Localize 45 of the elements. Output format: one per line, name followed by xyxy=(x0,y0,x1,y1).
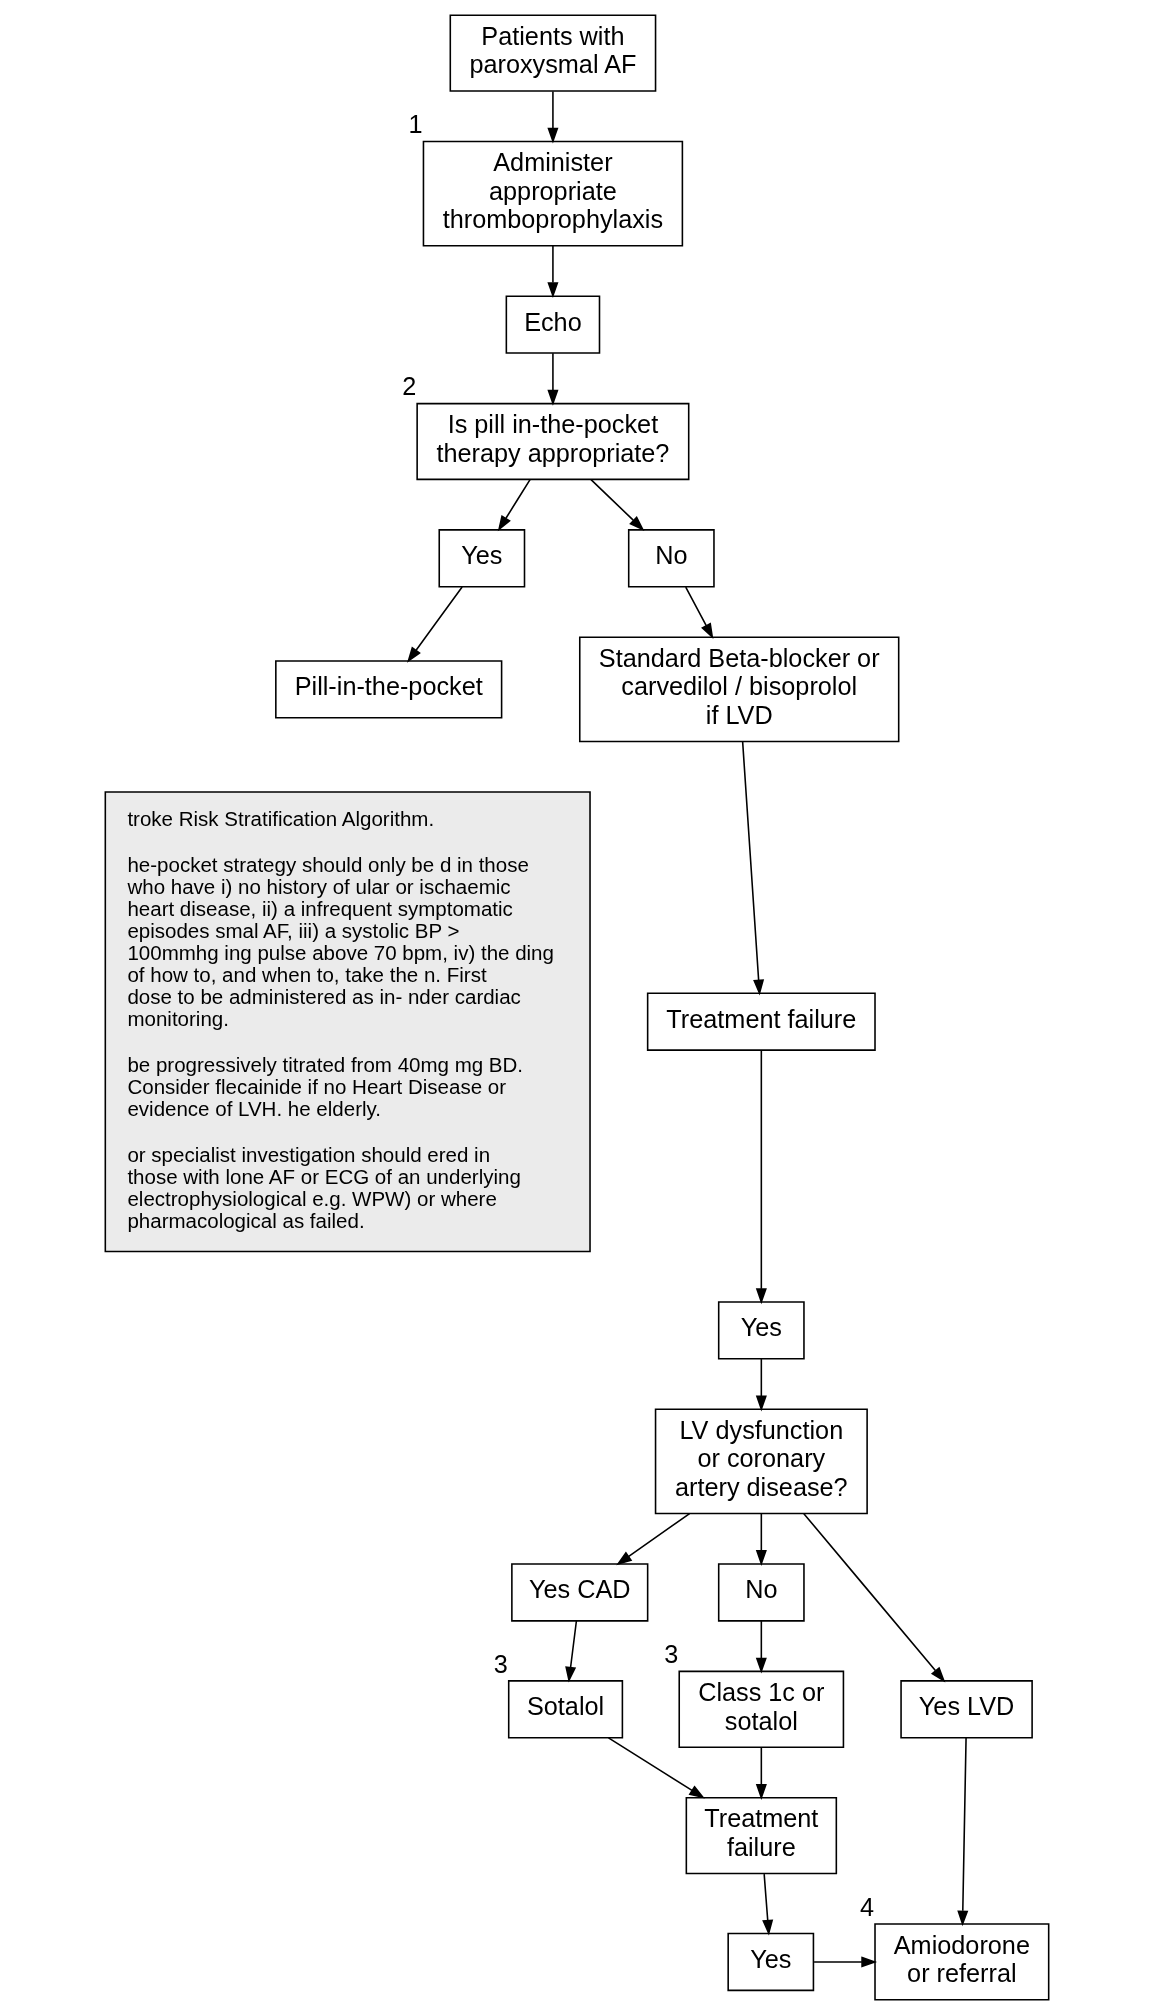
node-label: 4 xyxy=(860,1892,875,1921)
arrow xyxy=(607,1737,705,1799)
node-box: Class 1c or sotalol xyxy=(678,1670,845,1748)
node-box: Yes xyxy=(717,1301,805,1360)
node-box: LV dysfunction or coronary artery disease? xyxy=(654,1408,868,1515)
node-box: Is pill in-the-pocket therapy appropriate? xyxy=(416,402,690,481)
arrow xyxy=(755,1747,767,1800)
arrow xyxy=(547,244,559,299)
node-box: Treatment failure xyxy=(685,1796,838,1875)
arrow xyxy=(497,478,531,532)
arrow xyxy=(755,1049,767,1305)
arrow xyxy=(755,1620,767,1674)
arrow xyxy=(547,352,559,406)
node-box: Pill-in-the-pocket xyxy=(275,660,503,719)
node-box: No xyxy=(627,529,715,588)
arrow xyxy=(957,1737,969,1927)
arrow xyxy=(755,1358,767,1412)
node-box: Sotalol xyxy=(507,1680,624,1739)
arrow xyxy=(803,1512,946,1683)
node-box: Administer appropriate thromboprophylaxis xyxy=(422,140,684,247)
node-box: troke Risk Stratification Algorithm. he-pocket strategy should only be d in those who have i) no history of ular or ischaemic heart disease, ii) a infrequent symptomatic episodes smal AF, iii) a systolic BP > 100mmhg ing pulse above 70 bpm, iv) the ding of how to, and when to, take the n. First dose to be administered as in- nder cardiac monitoring. be progressively titrated from 40mg mg BD. Consider flecainide if no Heart Disease or evidence of LVH. he elderly. or specialist investigation should ered in those with lone AF or ECG of an underlying electrophysiological e.g. WPW) or where pharmacological as failed. xyxy=(104,791,591,1253)
arrow xyxy=(762,1873,774,1936)
node-box: Yes LVD xyxy=(900,1680,1033,1739)
arrow xyxy=(565,1620,578,1683)
arrow xyxy=(590,478,645,531)
node-label: 2 xyxy=(402,372,417,401)
arrow xyxy=(684,586,714,640)
node-box: Yes CAD xyxy=(511,1563,649,1622)
node-box: Amiodorone or referral xyxy=(874,1923,1050,2001)
node-box: Yes xyxy=(727,1932,815,1992)
node-box: Patients with paroxysmal AF xyxy=(449,14,657,92)
node-label: 3 xyxy=(664,1640,679,1669)
arrow xyxy=(741,740,765,996)
node-box: Yes xyxy=(438,529,526,588)
arrow xyxy=(547,90,559,144)
node-box: Standard Beta-blocker or carvedilol / bisoprolol if LVD xyxy=(578,636,900,743)
node-box: Treatment failure xyxy=(646,992,876,1051)
node-label: 1 xyxy=(408,110,423,139)
node-label: 3 xyxy=(493,1649,508,1678)
arrow xyxy=(813,1956,878,1968)
node-box: Echo xyxy=(505,295,601,354)
arrow xyxy=(755,1512,767,1566)
arrow xyxy=(407,586,463,663)
arrow xyxy=(616,1512,691,1566)
node-box: No xyxy=(717,1563,805,1622)
